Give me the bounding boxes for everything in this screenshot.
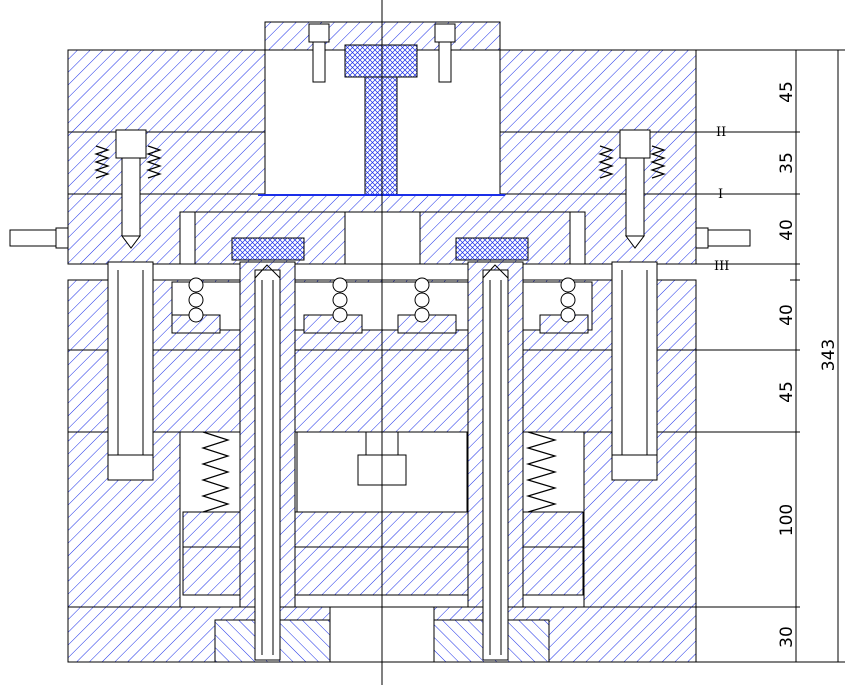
right-guide-pillar: [611, 261, 658, 481]
dim-343-total: 343: [819, 339, 839, 371]
right-bolt-head: [619, 129, 651, 159]
sprue-bushing-stem: [364, 76, 398, 196]
left-disc-spring: [94, 145, 110, 179]
left-guide-pillar: [107, 261, 154, 481]
dim-30: 30: [777, 626, 797, 648]
parting-line-II: II: [716, 125, 726, 140]
right-disc-spring: [598, 145, 614, 179]
right-water-fitting: [695, 227, 709, 249]
sprue-bushing: [344, 44, 418, 78]
sleeve-ejectors: [239, 261, 524, 661]
left-water-fitting: [9, 229, 61, 247]
parting-line-III: III: [714, 259, 729, 274]
dimension-lines: [500, 49, 845, 663]
parting-line-I: I: [718, 187, 723, 202]
left-return-spring: [201, 431, 230, 513]
dim-40-lower: 40: [777, 304, 797, 326]
parting-line-labels: II I III: [714, 125, 729, 274]
right-return-spring: [525, 431, 558, 513]
guide-pillars: [107, 261, 658, 481]
dim-40-upper: 40: [777, 219, 797, 241]
bolts: [9, 23, 751, 249]
dim-35: 35: [777, 152, 797, 174]
parting-line-extensions: [696, 131, 720, 265]
left-top-screw: [308, 23, 330, 43]
dimension-labels: 45 35 40 40 45 100 30 343: [777, 81, 839, 648]
dim-45-mid: 45: [777, 381, 797, 403]
ball-bushings: [188, 277, 576, 323]
dim-100: 100: [777, 504, 797, 536]
dim-45-top: 45: [777, 81, 797, 103]
left-bolt-head: [115, 129, 147, 159]
springs: [94, 145, 666, 513]
right-top-screw: [434, 23, 456, 43]
